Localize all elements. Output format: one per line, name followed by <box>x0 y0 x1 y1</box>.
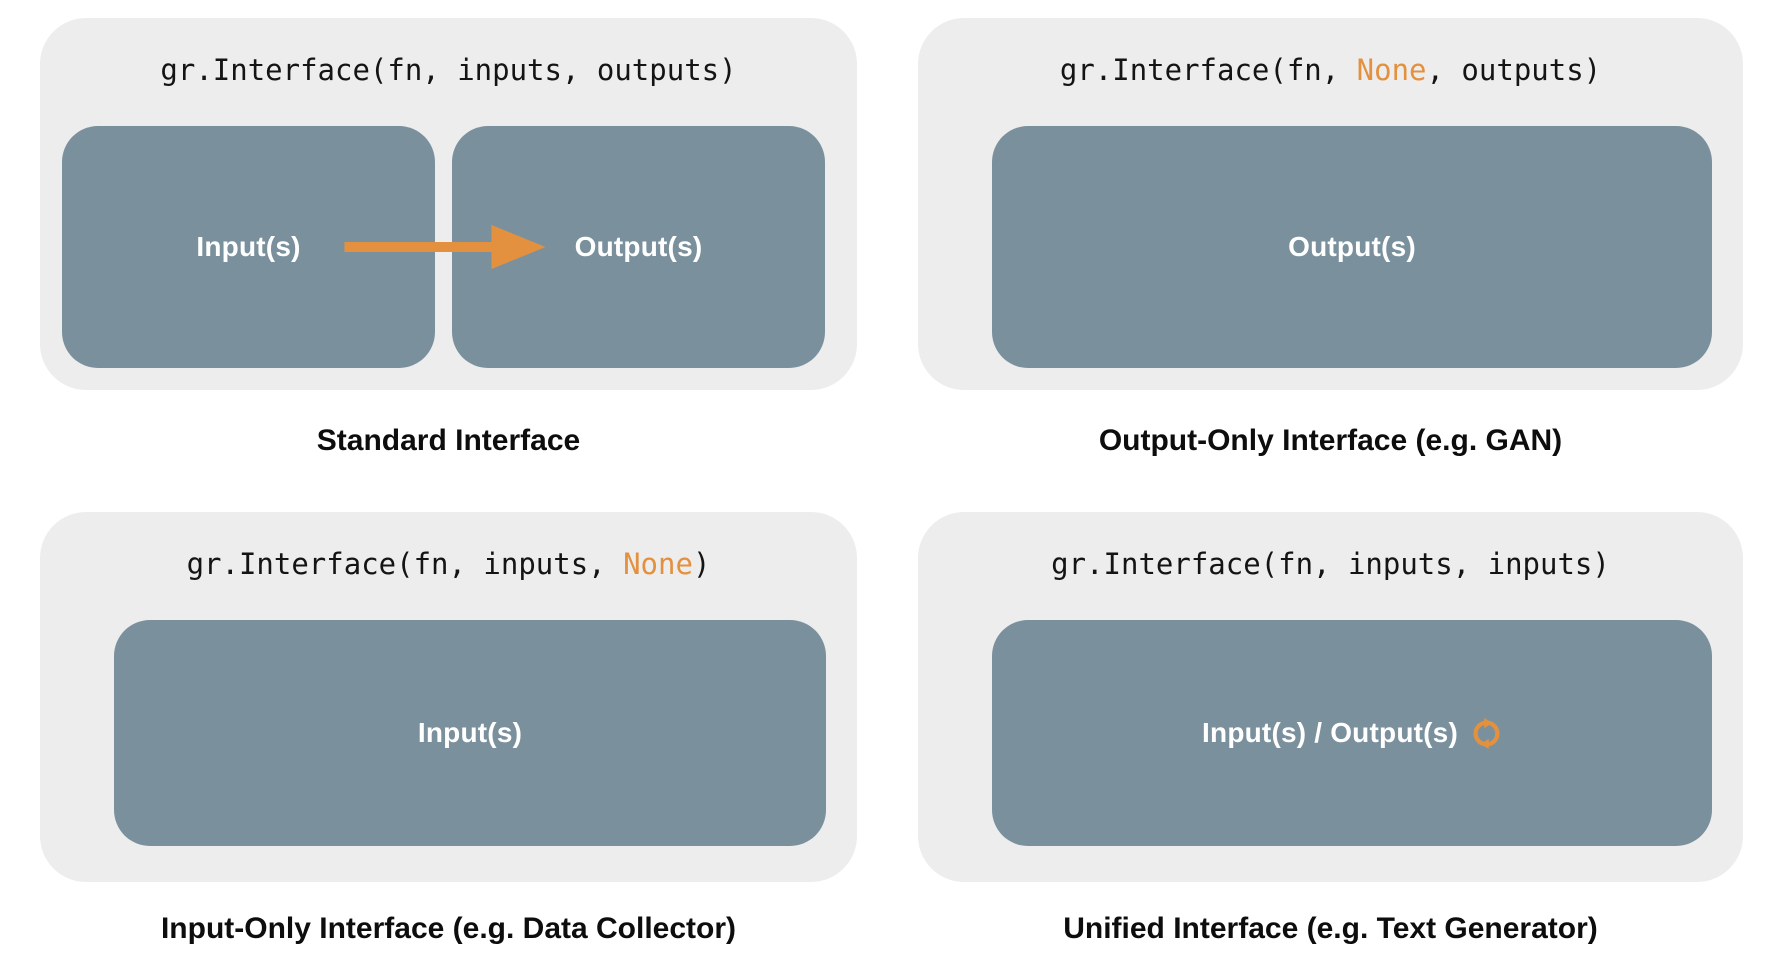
code-pre: gr.Interface(fn, inputs, outputs) <box>160 53 737 87</box>
caption-standard-interface: Standard Interface <box>316 424 581 457</box>
output-box-label: Output(s) <box>574 231 703 262</box>
figure-input-only-interface: gr.Interface(fn, inputs, None) Input(s) … <box>40 512 857 946</box>
code-line-standard: gr.Interface(fn, inputs, outputs) <box>40 52 857 88</box>
code-line-output-only: gr.Interface(fn, None, outputs) <box>918 52 1743 88</box>
arrow-right-icon <box>344 225 545 269</box>
boxes-row-output-only: Output(s) <box>992 126 1712 368</box>
unified-interface-panel: gr.Interface(fn, inputs, inputs) Input(s… <box>918 512 1743 882</box>
output-box: Output(s) <box>992 126 1712 368</box>
boxes-row-standard: Input(s) Output(s) <box>62 126 825 368</box>
figure-unified-interface: gr.Interface(fn, inputs, inputs) Input(s… <box>918 512 1743 946</box>
input-box-label: Input(s) <box>417 717 523 748</box>
input-output-box: Input(s) / Output(s) <box>992 620 1712 846</box>
input-box: Input(s) <box>114 620 826 846</box>
code-pre: gr.Interface(fn, inputs, <box>186 547 624 581</box>
standard-interface-panel: gr.Interface(fn, inputs, outputs) Input(… <box>40 18 857 390</box>
code-accent-none: None <box>623 547 693 581</box>
sync-icon <box>1473 717 1500 749</box>
diagram-bottom-row: gr.Interface(fn, inputs, None) Input(s) … <box>40 512 1743 946</box>
code-line-unified: gr.Interface(fn, inputs, inputs) <box>918 546 1743 582</box>
code-pre: gr.Interface(fn, inputs, inputs) <box>1051 547 1610 581</box>
boxes-row-unified: Input(s) / Output(s) <box>992 620 1712 846</box>
caption-input-only-interface: Input-Only Interface (e.g. Data Collecto… <box>160 912 737 945</box>
input-box-label: Input(s) <box>196 231 301 262</box>
boxes-row-input-only: Input(s) <box>114 620 826 846</box>
caption-output-only-interface: Output-Only Interface (e.g. GAN) <box>1098 424 1563 457</box>
input-only-interface-panel: gr.Interface(fn, inputs, None) Input(s) <box>40 512 857 882</box>
code-line-input-only: gr.Interface(fn, inputs, None) <box>40 546 857 582</box>
caption-unified-interface: Unified Interface (e.g. Text Generator) <box>1063 912 1598 945</box>
code-pre: gr.Interface(fn, <box>1059 53 1357 87</box>
code-accent-none: None <box>1356 53 1427 87</box>
output-only-interface-panel: gr.Interface(fn, None, outputs) Output(s… <box>918 18 1743 390</box>
input-output-box-label: Input(s) / Output(s) <box>1202 717 1458 748</box>
figure-standard-interface: gr.Interface(fn, inputs, outputs) Input(… <box>40 18 857 458</box>
figure-output-only-interface: gr.Interface(fn, None, outputs) Output(s… <box>918 18 1743 458</box>
output-box-label: Output(s) <box>1288 231 1416 262</box>
diagram-top-row: gr.Interface(fn, inputs, outputs) Input(… <box>40 18 1743 458</box>
code-post: , outputs) <box>1426 53 1602 87</box>
code-post: ) <box>692 547 711 581</box>
